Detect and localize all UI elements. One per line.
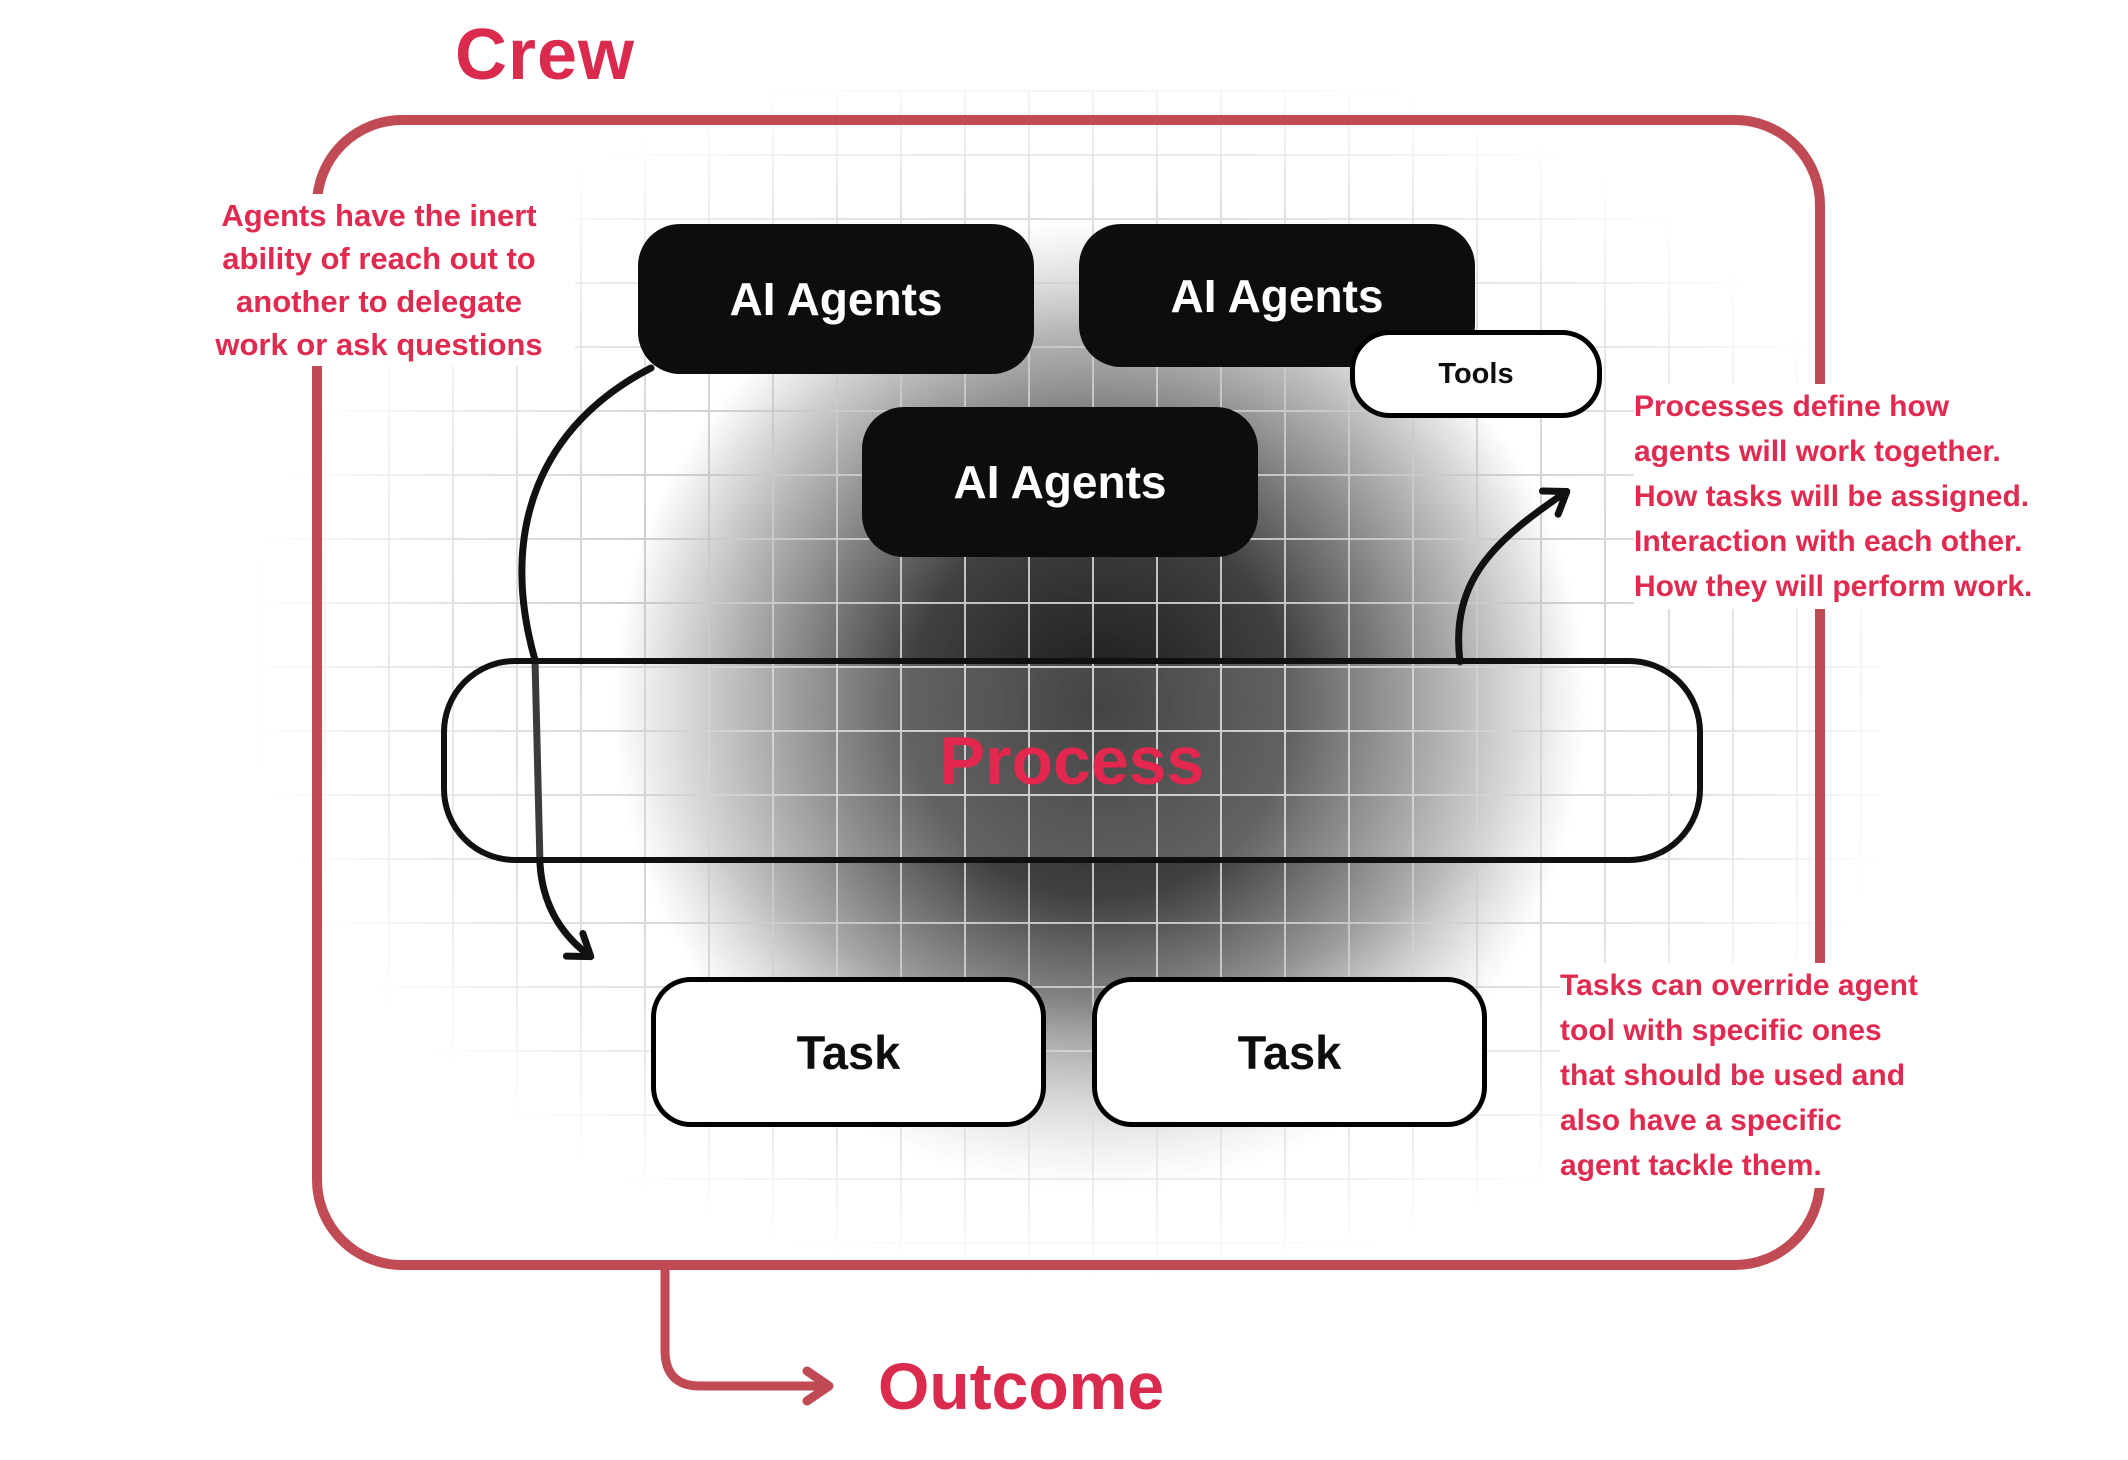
task-box-2-label: Task xyxy=(1237,1025,1342,1079)
annotation-left-line: another to delegate xyxy=(236,284,522,319)
annotation-left-line: work or ask questions xyxy=(215,327,543,362)
annotation-right-top-line: Interaction with each other. xyxy=(1634,525,2023,558)
annotation-right-bottom: Tasks can override agent tool with speci… xyxy=(1560,963,2026,1188)
annotation-right-bottom-line: Tasks can override agent xyxy=(1560,969,1918,1002)
agent-box-1: AI Agents xyxy=(638,224,1034,374)
annotation-right-top-line: Processes define how xyxy=(1634,390,1950,423)
process-bar-label: Process xyxy=(939,722,1205,799)
annotation-right-bottom-line: tool with specific ones xyxy=(1560,1014,1882,1047)
annotation-right-top-line: How tasks will be assigned. xyxy=(1634,480,2030,513)
annotation-left-line: ability of reach out to xyxy=(222,241,536,276)
tools-box-label: Tools xyxy=(1438,357,1514,390)
annotation-left: Agents have the inert ability of reach o… xyxy=(183,194,575,366)
task-box-2: Task xyxy=(1092,977,1487,1127)
agent-box-3-label: AI Agents xyxy=(953,456,1167,508)
annotation-right-bottom-line: that should be used and xyxy=(1560,1059,1906,1092)
task-box-1: Task xyxy=(651,977,1046,1127)
crew-frame xyxy=(312,115,1825,1270)
annotation-left-line: Agents have the inert xyxy=(221,198,537,233)
annotation-right-bottom-line: also have a specific xyxy=(1560,1104,1842,1137)
agent-box-3: AI Agents xyxy=(862,407,1258,557)
crew-label: Crew xyxy=(455,15,636,95)
outcome-label: Outcome xyxy=(878,1349,1165,1423)
process-bar: Process xyxy=(441,658,1703,863)
agent-box-2-label: AI Agents xyxy=(1170,269,1384,322)
annotation-right-top-line: How they will perform work. xyxy=(1634,570,2033,603)
tools-box: Tools xyxy=(1350,330,1602,418)
task-box-1-label: Task xyxy=(796,1025,901,1079)
annotation-right-top-line: agents will work together. xyxy=(1634,435,2001,468)
annotation-right-bottom-line: agent tackle them. xyxy=(1560,1149,1822,1182)
annotation-right-top: Processes define how agents will work to… xyxy=(1634,384,2108,609)
agent-box-1-label: AI Agents xyxy=(729,273,943,325)
